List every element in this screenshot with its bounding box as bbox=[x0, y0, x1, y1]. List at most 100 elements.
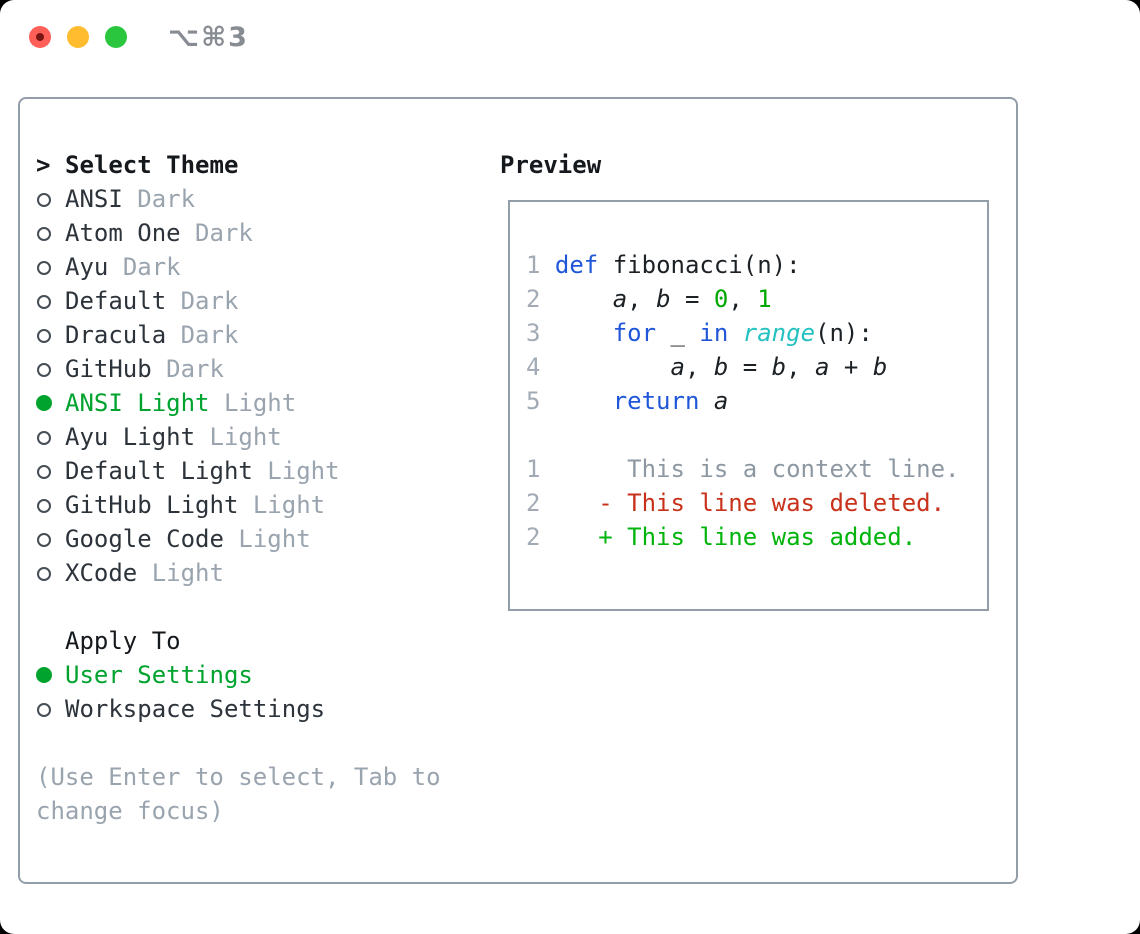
line-number: 4 bbox=[526, 353, 555, 381]
radio-icon[interactable] bbox=[36, 253, 65, 281]
radio-icon[interactable] bbox=[36, 287, 65, 315]
radio-icon[interactable] bbox=[36, 219, 65, 247]
theme-name: Ayu Light bbox=[65, 423, 196, 451]
radio-icon[interactable] bbox=[36, 185, 65, 213]
code-token: b bbox=[771, 353, 787, 381]
code-token: 1 bbox=[757, 285, 772, 313]
radio-icon[interactable] bbox=[36, 457, 65, 485]
code-line: 2 a, b = 0, 1 bbox=[526, 282, 987, 316]
title-bar: ⌥⌘3 bbox=[0, 0, 1140, 74]
theme-name: ANSI bbox=[65, 185, 123, 213]
code-line: 1 def fibonacci(n): bbox=[526, 248, 987, 282]
code-line: 1 This is a context line. bbox=[526, 452, 987, 486]
code-token bbox=[555, 387, 613, 415]
radio-icon[interactable] bbox=[36, 423, 65, 451]
theme-name: ANSI Light bbox=[65, 389, 210, 417]
code-token: a bbox=[713, 387, 729, 415]
theme-badge: Light bbox=[209, 423, 282, 451]
theme-option[interactable]: Ayu Light Light bbox=[36, 420, 466, 454]
spacer bbox=[36, 590, 466, 624]
radio-icon[interactable] bbox=[36, 695, 65, 723]
line-number: 1 bbox=[526, 455, 555, 483]
radio-icon[interactable] bbox=[36, 559, 65, 587]
theme-option[interactable]: Dracula Dark bbox=[36, 318, 466, 352]
theme-picker-title: Select Theme bbox=[65, 151, 239, 179]
theme-option[interactable]: Default Light Light bbox=[36, 454, 466, 488]
diff-text: This is a context line. bbox=[554, 455, 960, 483]
radio-icon[interactable] bbox=[36, 491, 65, 519]
line-number: 2 bbox=[526, 285, 555, 313]
theme-badge: Dark bbox=[137, 185, 196, 213]
theme-badge: Dark bbox=[180, 321, 239, 349]
code-token bbox=[728, 319, 742, 347]
theme-picker-header: > Select Theme bbox=[36, 148, 466, 182]
radio-icon[interactable] bbox=[36, 525, 65, 553]
code-token: range bbox=[742, 319, 816, 347]
theme-badge: Light bbox=[238, 525, 311, 553]
theme-badge: Light bbox=[223, 389, 297, 417]
code-token: , bbox=[627, 285, 657, 313]
code-token bbox=[555, 319, 613, 347]
theme-option[interactable]: Ayu Dark bbox=[36, 250, 466, 284]
close-button[interactable] bbox=[29, 26, 51, 48]
code-token: a bbox=[612, 285, 628, 313]
apply-option-label: User Settings bbox=[65, 661, 253, 689]
theme-option[interactable]: Google Code Light bbox=[36, 522, 466, 556]
code-token: return bbox=[612, 387, 700, 415]
code-token: = bbox=[728, 353, 772, 381]
theme-badge: Light bbox=[252, 491, 326, 519]
theme-badge: Dark bbox=[166, 355, 224, 383]
code-token: , bbox=[786, 353, 816, 381]
help-text: (Use Enter to select, Tab to change focu… bbox=[36, 763, 441, 825]
theme-option[interactable]: Atom One Dark bbox=[36, 216, 466, 250]
radio-icon[interactable] bbox=[36, 321, 65, 349]
theme-name: Ayu bbox=[65, 253, 109, 281]
line-number: 5 bbox=[526, 387, 555, 415]
apply-option[interactable]: Workspace Settings bbox=[36, 692, 466, 726]
diff-text: + This line was added. bbox=[554, 523, 917, 551]
apply-option[interactable]: User Settings bbox=[36, 658, 466, 692]
code-token bbox=[555, 285, 613, 313]
theme-name: GitHub bbox=[65, 355, 152, 383]
code-token: b bbox=[872, 353, 888, 381]
radio-icon[interactable] bbox=[36, 355, 65, 383]
radio-icon[interactable] bbox=[36, 661, 65, 689]
code-token: for bbox=[612, 319, 657, 347]
code-token: , bbox=[684, 353, 714, 381]
code-token: fibonacci(n): bbox=[598, 251, 801, 279]
radio-icon[interactable] bbox=[36, 389, 65, 417]
theme-option[interactable]: ANSI Dark bbox=[36, 182, 466, 216]
theme-option[interactable]: ANSI Light Light bbox=[36, 386, 466, 420]
code-line: 2 - This line was deleted. bbox=[526, 486, 987, 520]
code-token: def bbox=[554, 251, 599, 279]
code-token: b bbox=[656, 285, 671, 313]
code-token: (n): bbox=[815, 319, 873, 347]
apply-option-label: Workspace Settings bbox=[65, 695, 326, 723]
theme-badge: Light bbox=[267, 457, 340, 485]
minimize-button[interactable] bbox=[67, 26, 89, 48]
code-token: a bbox=[670, 353, 685, 381]
code-token: , bbox=[728, 285, 758, 313]
code-token: + bbox=[829, 353, 873, 381]
traffic-lights bbox=[29, 26, 127, 48]
zoom-button[interactable] bbox=[105, 26, 127, 48]
code-line bbox=[526, 418, 987, 452]
theme-option[interactable]: XCode Light bbox=[36, 556, 466, 590]
theme-option[interactable]: GitHub Light Light bbox=[36, 488, 466, 522]
theme-name: GitHub Light bbox=[65, 491, 239, 519]
code-token: _ bbox=[656, 319, 700, 347]
spacer bbox=[36, 726, 466, 760]
prompt-icon: > bbox=[36, 151, 51, 179]
theme-option[interactable]: Default Dark bbox=[36, 284, 466, 318]
code-line: 4 a, b = b, a + b bbox=[526, 350, 987, 384]
code-line: 5 return a bbox=[526, 384, 987, 418]
code-token: b bbox=[713, 353, 729, 381]
preview-title: Preview bbox=[500, 151, 602, 179]
theme-option[interactable]: GitHub Dark bbox=[36, 352, 466, 386]
line-number bbox=[526, 421, 555, 449]
